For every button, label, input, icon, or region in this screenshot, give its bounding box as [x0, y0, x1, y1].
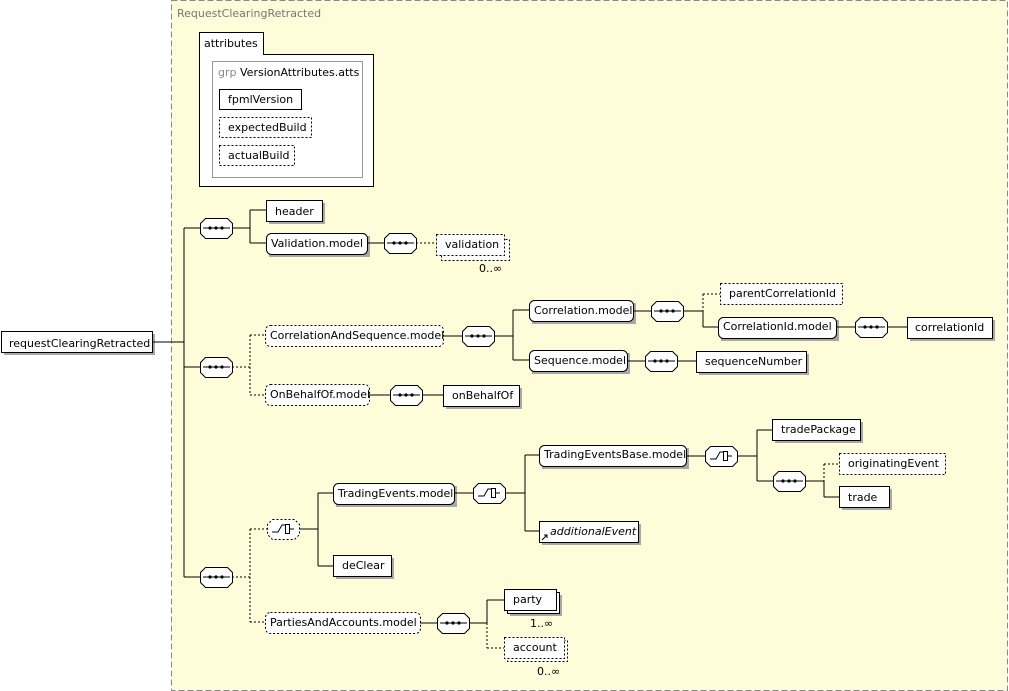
group-sequence-model[interactable]: Sequence.model — [529, 350, 631, 375]
svg-text:deClear: deClear — [342, 559, 385, 572]
sequence-compositor-1[interactable] — [200, 218, 233, 239]
svg-text:actualBuild: actualBuild — [228, 149, 289, 162]
group-name: VersionAttributes.atts — [240, 66, 360, 79]
svg-text:parentCorrelationId: parentCorrelationId — [729, 287, 836, 300]
group-correlation-model[interactable]: Correlation.model — [529, 300, 637, 325]
element-originating-event[interactable]: originatingEvent — [839, 453, 946, 475]
validation-cardinality: 0..∞ — [479, 262, 502, 275]
svg-text:additionalEvent: additionalEvent — [550, 525, 637, 538]
choice-compositor-trading-events-base[interactable] — [705, 446, 738, 467]
svg-text:correlationId: correlationId — [915, 321, 984, 334]
choice-compositor[interactable] — [267, 519, 300, 540]
svg-text:sequenceNumber: sequenceNumber — [705, 355, 803, 368]
svg-text:party: party — [513, 593, 543, 606]
element-trade[interactable]: trade — [839, 486, 893, 511]
svg-text:TradingEventsBase.model: TradingEventsBase.model — [543, 448, 686, 461]
group-trading-events-base-model[interactable]: TradingEventsBase.model — [539, 445, 690, 470]
group-validation-model[interactable]: Validation.model — [266, 233, 371, 258]
svg-text:originatingEvent: originatingEvent — [848, 457, 940, 470]
sequence-compositor-trade[interactable] — [773, 471, 806, 492]
svg-text:Validation.model: Validation.model — [271, 237, 363, 250]
group-correlation-id-model[interactable]: CorrelationId.model — [718, 317, 840, 342]
party-cardinality: 1..∞ — [530, 617, 553, 630]
choice-compositor-trading-events[interactable] — [473, 483, 506, 504]
element-account[interactable]: account — [504, 637, 568, 662]
element-trade-package[interactable]: tradePackage — [772, 419, 864, 444]
sequence-compositor-correlation-and-sequence[interactable] — [462, 326, 495, 347]
group-parties-and-accounts-model[interactable]: PartiesAndAccounts.model — [265, 612, 421, 634]
element-validation[interactable]: validation — [436, 234, 510, 261]
attribute-expected-build[interactable]: expectedBuild — [219, 117, 312, 138]
group-prefix: grp — [218, 66, 237, 79]
element-de-clear[interactable]: deClear — [333, 555, 395, 580]
element-header[interactable]: header — [266, 200, 326, 225]
element-sequence-number[interactable]: sequenceNumber — [696, 351, 810, 376]
complex-type-title: RequestClearingRetracted — [177, 7, 321, 20]
svg-text:Correlation.model: Correlation.model — [534, 304, 632, 317]
sequence-compositor-validation[interactable] — [384, 233, 417, 254]
account-cardinality: 0..∞ — [537, 665, 560, 678]
group-correlation-and-sequence-model[interactable]: CorrelationAndSequence.model — [265, 325, 445, 347]
svg-text:fpmlVersion: fpmlVersion — [228, 93, 293, 106]
sequence-compositor-parties[interactable] — [437, 613, 470, 634]
root-element-label: requestClearingRetracted — [9, 337, 150, 350]
svg-text:onBehalfOf: onBehalfOf — [452, 389, 514, 402]
sequence-compositor-correlation[interactable] — [651, 301, 684, 322]
attribute-fpml-version[interactable]: fpmlVersion — [219, 89, 302, 110]
sequence-compositor-2[interactable] — [200, 357, 233, 378]
svg-text:tradePackage: tradePackage — [781, 423, 856, 436]
svg-text:TradingEvents.model: TradingEvents.model — [337, 487, 453, 500]
svg-text:OnBehalfOf.model: OnBehalfOf.model — [270, 388, 370, 401]
svg-text:PartiesAndAccounts.model: PartiesAndAccounts.model — [270, 616, 417, 629]
sequence-compositor-sequence[interactable] — [645, 351, 678, 372]
svg-text:account: account — [513, 641, 558, 654]
attributes-title: attributes — [204, 37, 258, 50]
attributes-panel: attributes grp VersionAttributes.atts fp… — [199, 32, 374, 187]
svg-text:CorrelationAndSequence.model: CorrelationAndSequence.model — [270, 329, 444, 342]
element-additional-event[interactable]: additionalEvent — [539, 521, 642, 546]
sequence-compositor-on-behalf-of[interactable] — [390, 385, 423, 406]
element-on-behalf-of[interactable]: onBehalfOf — [443, 385, 523, 410]
svg-text:header: header — [275, 205, 314, 218]
svg-text:Sequence.model: Sequence.model — [534, 354, 626, 367]
element-party[interactable]: party — [504, 589, 563, 617]
svg-text:expectedBuild: expectedBuild — [228, 121, 307, 134]
svg-text:CorrelationId.model: CorrelationId.model — [723, 320, 832, 333]
element-parent-correlation-id[interactable]: parentCorrelationId — [720, 283, 843, 305]
svg-text:validation: validation — [445, 238, 499, 251]
root-element[interactable]: requestClearingRetracted — [1, 331, 156, 356]
sequence-compositor-3[interactable] — [200, 567, 233, 588]
sequence-compositor-correlation-id[interactable] — [855, 317, 888, 338]
element-correlation-id[interactable]: correlationId — [907, 317, 996, 342]
attribute-actual-build[interactable]: actualBuild — [219, 145, 295, 166]
svg-text:trade: trade — [848, 491, 878, 504]
substitution-arrow-icon — [541, 534, 548, 541]
group-trading-events-model[interactable]: TradingEvents.model — [333, 483, 458, 508]
group-on-behalf-of-model[interactable]: OnBehalfOf.model — [265, 384, 371, 406]
